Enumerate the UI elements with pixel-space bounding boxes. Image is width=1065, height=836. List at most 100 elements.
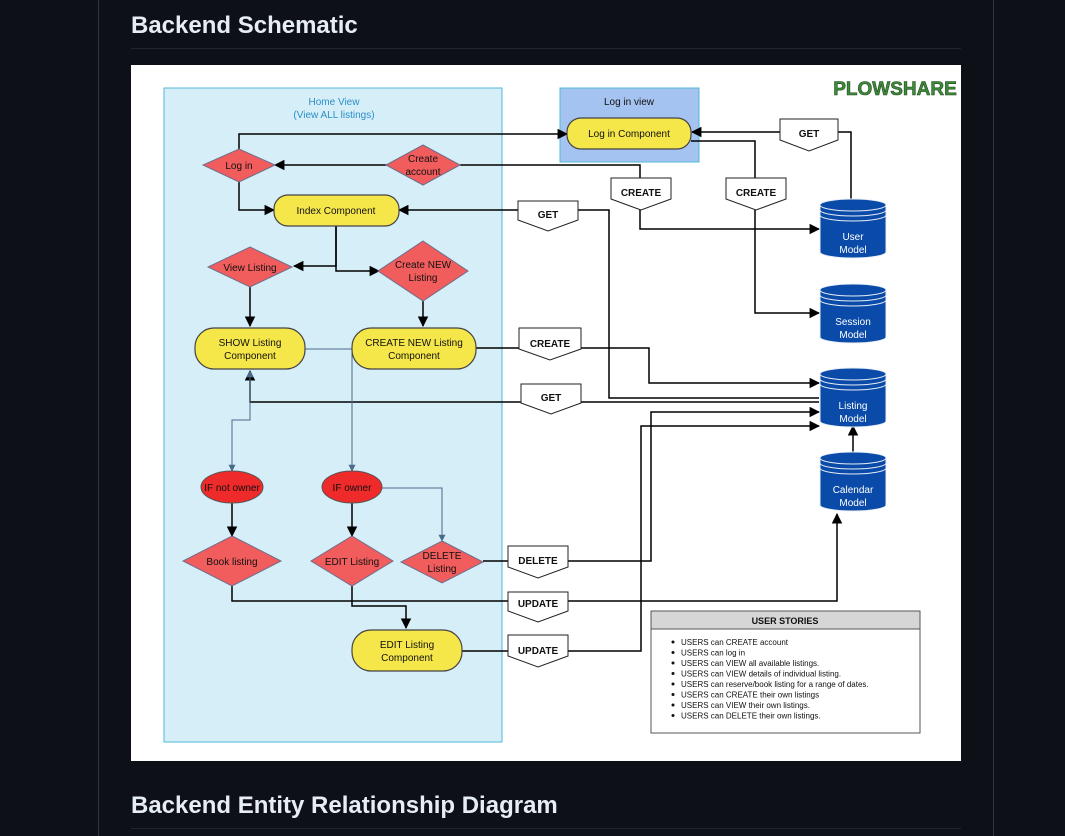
user-story-bullet	[671, 672, 675, 675]
connector-owner-to-delete	[381, 487, 446, 542]
svg-text:Log in: Log in	[225, 161, 252, 172]
connector-show-to-not-owner	[228, 370, 254, 472]
svg-text:CREATE: CREATE	[530, 339, 571, 350]
svg-text:Log in Component: Log in Component	[588, 129, 670, 140]
request-get-listing: GET	[520, 383, 582, 415]
decision-delete-listing: DELETE Listing	[399, 540, 485, 584]
connector-create-component-to-listing	[476, 347, 821, 389]
user-stories-title: USER STORIES	[752, 616, 819, 626]
user-story-bullet	[671, 682, 675, 686]
heading-divider	[131, 828, 961, 829]
model-user: User Model	[819, 198, 887, 259]
user-story-item: USERS can VIEW all available listings.	[681, 659, 819, 668]
decision-view-listing: View Listing	[206, 246, 294, 288]
svg-text:DELETE: DELETE	[518, 556, 558, 567]
connector-user-to-login-component	[690, 126, 852, 200]
user-story-bullet	[671, 714, 675, 717]
user-story-item: USERS can log in	[681, 649, 745, 658]
user-story-item: USERS can CREATE account	[681, 638, 789, 647]
connector-login-component-to-session	[691, 140, 821, 319]
decision-book-listing: Book listing	[181, 535, 283, 587]
user-story-bullet	[671, 693, 675, 696]
svg-text:Model: Model	[839, 245, 866, 256]
svg-text:Book listing: Book listing	[206, 557, 257, 568]
readme-content-column	[98, 0, 994, 836]
user-story-item: USERS can CREATE their own listings	[681, 691, 819, 700]
svg-text:IF owner: IF owner	[333, 483, 373, 494]
svg-text:CREATE NEW Listing: CREATE NEW Listing	[365, 338, 463, 349]
request-get-index: GET	[517, 200, 579, 232]
svg-text:Create: Create	[408, 154, 438, 165]
request-create-listing: CREATE	[518, 327, 582, 361]
model-calendar: Calendar Model	[819, 451, 887, 512]
create-listing-component: CREATE NEW Listing Component	[351, 327, 477, 370]
svg-text:Listing: Listing	[409, 273, 438, 284]
user-story-bullet	[671, 661, 675, 665]
svg-text:Model: Model	[839, 414, 866, 425]
svg-text:User: User	[842, 232, 864, 243]
connector-listing-to-index	[397, 204, 819, 399]
model-listing: Listing Model	[819, 367, 887, 428]
svg-text:GET: GET	[799, 129, 820, 140]
decision-login: Log in	[201, 148, 277, 183]
svg-text:Component: Component	[224, 351, 276, 362]
request-get-login: GET	[779, 118, 839, 152]
index-component: Index Component	[273, 194, 400, 227]
home-view-title: Home View	[309, 97, 361, 108]
backend-schematic-image: Home View (View ALL listings) Log in vie…	[131, 65, 961, 761]
svg-text:UPDATE: UPDATE	[518, 646, 559, 657]
connector-index-to-create-new-listing	[335, 226, 381, 277]
user-stories-box: USER STORIES USERS can CREATE accountUSE…	[650, 610, 921, 734]
decision-create-new-listing: Create NEW Listing	[377, 240, 469, 302]
edit-listing-component: EDIT Listing Component	[351, 629, 463, 672]
user-story-item: USERS can VIEW their own listings.	[681, 701, 810, 710]
request-update-booking: UPDATE	[507, 591, 569, 623]
connector-login-to-index	[238, 182, 276, 216]
plowshare-logo: PLOWSHARE	[833, 79, 957, 100]
heading-backend-schematic: Backend Schematic	[131, 12, 358, 39]
show-listing-component: SHOW Listing Component	[194, 327, 306, 370]
user-story-item: USERS can reserve/book listing for a ran…	[681, 680, 869, 689]
login-component: Log in Component	[566, 117, 692, 150]
svg-text:DELETE: DELETE	[423, 551, 462, 562]
model-session: Session Model	[819, 283, 887, 344]
login-view-title: Log in view	[604, 97, 655, 108]
svg-text:GET: GET	[541, 393, 562, 404]
request-delete-listing: DELETE	[507, 545, 569, 579]
svg-text:View Listing: View Listing	[223, 263, 276, 274]
svg-text:Create NEW: Create NEW	[395, 260, 452, 271]
svg-text:Listing: Listing	[839, 401, 868, 412]
svg-text:Calendar: Calendar	[833, 485, 874, 496]
connector-login-to-login-component	[238, 128, 569, 149]
request-create-session: CREATE	[725, 177, 787, 211]
request-update-listing: UPDATE	[507, 634, 569, 668]
decision-create-account: Create account	[384, 144, 462, 186]
svg-text:EDIT Listing: EDIT Listing	[325, 557, 379, 568]
condition-not-owner: IF not owner	[200, 470, 264, 504]
request-create-user: CREATE	[610, 177, 672, 211]
svg-text:EDIT Listing: EDIT Listing	[380, 640, 434, 651]
user-story-item: USERS can DELETE their own listings.	[681, 712, 821, 721]
svg-text:Component: Component	[381, 653, 433, 664]
svg-text:Model: Model	[839, 498, 866, 509]
user-story-bullet	[671, 703, 675, 707]
svg-text:Session: Session	[835, 317, 871, 328]
svg-text:Model: Model	[839, 330, 866, 341]
decision-edit-listing: EDIT Listing	[310, 535, 394, 587]
svg-text:SHOW Listing: SHOW Listing	[219, 338, 282, 349]
svg-text:IF not owner: IF not owner	[204, 483, 260, 494]
svg-text:Index Component: Index Component	[297, 206, 376, 217]
home-view-subtitle: (View ALL listings)	[293, 110, 374, 121]
user-story-bullet	[671, 651, 675, 654]
heading-divider	[131, 48, 961, 49]
svg-text:Listing: Listing	[428, 564, 457, 575]
connector-delete-to-listing	[483, 406, 821, 562]
svg-text:CREATE: CREATE	[621, 188, 662, 199]
connector-edit-to-edit-component	[351, 581, 412, 630]
user-story-item: USERS can VIEW details of individual lis…	[681, 670, 841, 679]
user-story-bullet	[671, 640, 675, 644]
svg-text:UPDATE: UPDATE	[518, 599, 559, 610]
svg-text:Component: Component	[388, 351, 440, 362]
heading-backend-erd: Backend Entity Relationship Diagram	[131, 792, 558, 819]
